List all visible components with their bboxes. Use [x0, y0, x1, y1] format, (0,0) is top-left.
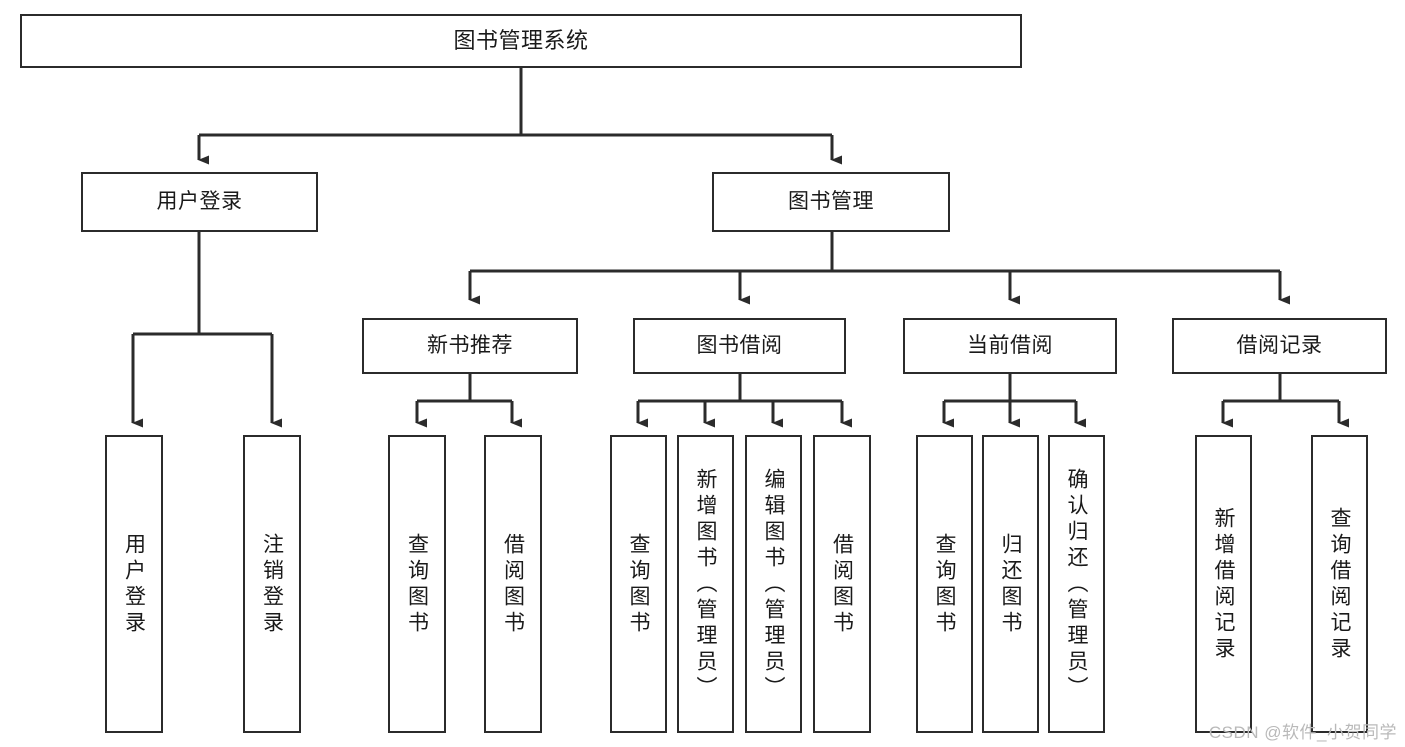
leaf-user-login[interactable]: 用户登录 — [105, 435, 163, 733]
node-book-borrow[interactable]: 图书借阅 — [633, 318, 846, 374]
node-book-management[interactable]: 图书管理 — [712, 172, 950, 232]
leaf-add-record-label: 新增借阅记录 — [1212, 507, 1235, 663]
node-new-book-recommend-label: 新书推荐 — [427, 334, 513, 358]
node-root[interactable]: 图书管理系统 — [20, 14, 1022, 68]
leaf-query-book-3-label: 查询图书 — [933, 533, 956, 637]
leaf-logout-login-label: 注销登录 — [260, 533, 284, 637]
leaf-query-book-2[interactable]: 查询图书 — [610, 435, 667, 733]
node-user-login[interactable]: 用户登录 — [81, 172, 318, 232]
leaf-add-record[interactable]: 新增借阅记录 — [1195, 435, 1252, 733]
leaf-return-book-label: 归还图书 — [999, 533, 1022, 637]
leaf-return-book[interactable]: 归还图书 — [982, 435, 1039, 733]
leaf-logout-login[interactable]: 注销登录 — [243, 435, 301, 733]
leaf-confirm-return-label: 确认归还（管理员） — [1065, 468, 1088, 702]
node-user-login-label: 用户登录 — [156, 190, 243, 214]
leaf-query-book-1[interactable]: 查询图书 — [388, 435, 446, 733]
leaf-query-book-1-label: 查询图书 — [405, 533, 429, 637]
leaf-borrow-book-2-label: 借阅图书 — [830, 533, 854, 637]
node-book-management-label: 图书管理 — [788, 190, 874, 214]
leaf-query-record[interactable]: 查询借阅记录 — [1311, 435, 1368, 733]
node-borrow-record[interactable]: 借阅记录 — [1172, 318, 1387, 374]
leaf-query-book-2-label: 查询图书 — [627, 533, 650, 637]
leaf-edit-book-label: 编辑图书（管理员） — [762, 468, 785, 702]
node-borrow-record-label: 借阅记录 — [1236, 334, 1323, 358]
leaf-borrow-book-2[interactable]: 借阅图书 — [813, 435, 871, 733]
leaf-borrow-book-1-label: 借阅图书 — [501, 533, 525, 637]
leaf-add-book-label: 新增图书（管理员） — [694, 468, 717, 702]
leaf-borrow-book-1[interactable]: 借阅图书 — [484, 435, 542, 733]
leaf-edit-book[interactable]: 编辑图书（管理员） — [745, 435, 802, 733]
node-current-borrow[interactable]: 当前借阅 — [903, 318, 1117, 374]
node-new-book-recommend[interactable]: 新书推荐 — [362, 318, 578, 374]
node-book-borrow-label: 图书借阅 — [696, 334, 783, 358]
leaf-user-login-label: 用户登录 — [122, 533, 146, 637]
leaf-add-book[interactable]: 新增图书（管理员） — [677, 435, 734, 733]
leaf-query-record-label: 查询借阅记录 — [1328, 507, 1351, 663]
leaf-query-book-3[interactable]: 查询图书 — [916, 435, 973, 733]
leaf-confirm-return[interactable]: 确认归还（管理员） — [1048, 435, 1105, 733]
node-root-label: 图书管理系统 — [453, 27, 589, 53]
node-current-borrow-label: 当前借阅 — [967, 334, 1053, 358]
